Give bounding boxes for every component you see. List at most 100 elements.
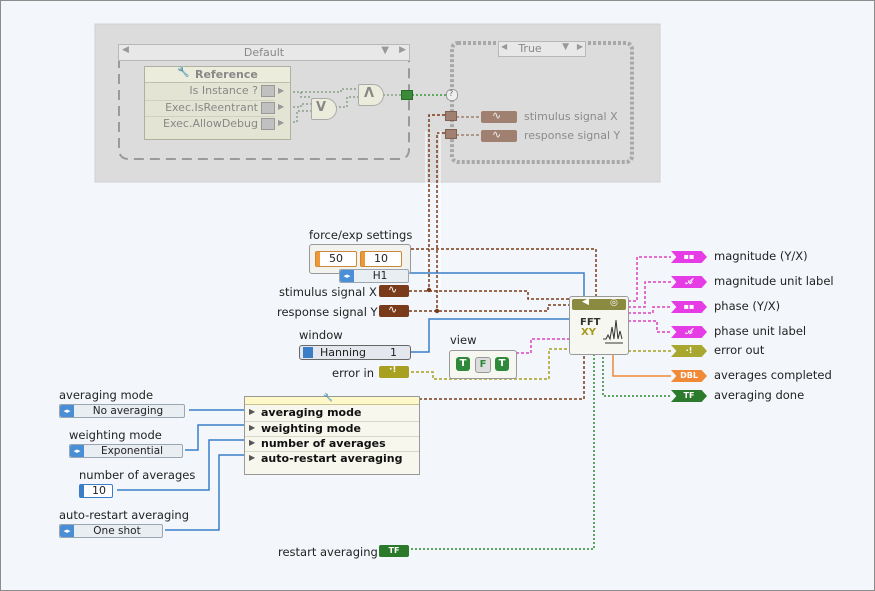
arrow-right-icon: ▶ [278,118,285,127]
view-toggle-f[interactable]: F [475,357,491,373]
averaging-mode-ring[interactable]: ◂▸ No averaging [59,404,185,418]
property-row[interactable]: Is Instance ? [145,84,275,98]
bundle-row[interactable]: ▶averaging mode [245,406,419,421]
restart-averaging-control[interactable]: TF [379,545,409,557]
output-label: phase (Y/X) [714,299,781,313]
view-toggle-t2[interactable]: T [495,357,509,371]
settings-icon: ◎ [610,298,618,308]
force-exp-label: force/exp settings [309,228,413,242]
case-selector-terminal[interactable]: ? [446,89,458,101]
inner-tunnel [445,129,457,139]
number-averages-control[interactable]: 10 [79,484,113,498]
window-value: Hanning [320,346,366,359]
output-indicator[interactable]: 𝒜 [671,326,707,338]
view-cluster[interactable]: T F T [449,350,517,379]
ring-arrows-icon[interactable]: ◂▸ [340,270,354,282]
waveform-icon: ∿ [388,303,398,316]
number-averages-label: number of averages [79,468,196,482]
fft-node-header: ◀ ◎ [572,297,626,310]
window-indicator-icon [303,347,313,358]
restart-averaging-label: restart averaging [278,545,378,559]
output-indicator[interactable]: ·! [671,345,707,357]
and-gate[interactable]: Λ [358,84,384,106]
response-control[interactable]: ∿ [379,303,409,317]
case-selector-default[interactable]: ◀ Default ▼ ▶ [118,44,410,61]
window-label: window [299,328,343,342]
bundle-row[interactable]: ▶ auto-restart averaging [245,451,419,467]
or-gate[interactable]: V [311,98,337,120]
averaging-mode-label: averaging mode [59,388,154,402]
output-indicator[interactable]: 𝒜 [671,276,707,288]
weighting-mode-ring[interactable]: ◂▸ Exponential [69,444,183,458]
window-number: 1 [390,346,397,359]
case-next-icon[interactable]: ▶ [399,45,406,55]
averaging-mode-value: No averaging [92,405,164,417]
window-control[interactable]: Hanning 1 [299,345,411,360]
error-in-control[interactable]: ·! [379,365,409,378]
property-row[interactable]: Exec.AllowDebug [145,116,275,131]
waveform-icon: ∿ [388,283,398,296]
output-indicator[interactable]: ▪▪ [671,301,707,313]
fft-xy-node[interactable]: ◀ ◎ FFT XY [569,296,629,355]
output-label: averaging done [714,388,805,402]
inner-case-selector[interactable]: ◀ True ▼ ▶ [498,41,586,57]
output-indicator[interactable]: ▪▪ [671,251,707,263]
bundle-row-label: averaging mode [261,406,362,419]
waveform-indicator[interactable]: ∿ [481,109,517,123]
output-label: averages completed [714,368,832,382]
or-symbol: V [316,100,327,115]
numeric-control[interactable]: 10 [360,251,402,267]
numeric-inc-icon[interactable] [361,252,365,266]
property-node[interactable]: 🔧 Reference Is Instance ? Exec.IsReentra… [144,66,291,140]
ring-arrows-icon[interactable]: ◂▸ [60,525,74,537]
bool-indicator-icon [261,85,275,97]
h1-ring-value: H1 [372,270,388,282]
view-toggle-t[interactable]: T [456,357,470,371]
numeric-inc-icon[interactable] [316,252,320,266]
output-label: magnitude (Y/X) [714,249,808,263]
chevron-down-icon[interactable]: ▼ [381,45,389,56]
auto-restart-label: auto-restart averaging [59,508,190,522]
bundle-node-header: 🔧 [245,393,419,405]
numeric-value: 50 [329,252,343,265]
case-prev-icon[interactable]: ◀ [122,45,129,55]
ring-arrows-icon[interactable]: ◂▸ [70,445,84,457]
numeric-inc-icon[interactable] [80,485,84,497]
wrench-icon: 🔧 [177,67,190,78]
bundle-row-label: auto-restart averaging [261,452,403,465]
property-label: Is Instance ? [189,84,258,97]
property-row[interactable]: Exec.IsReentrant [145,100,275,115]
fft-node-line1: FFT [580,317,601,328]
arrow-right-icon: ▶ [249,453,256,462]
auto-restart-ring[interactable]: ◂▸ One shot [59,524,163,538]
ring-arrows-icon[interactable]: ◂▸ [60,405,74,417]
question-icon: ? [449,89,454,98]
chevron-down-icon[interactable]: ▼ [562,42,569,52]
output-label: phase unit label [714,324,807,338]
inner-terminal-label: response signal Y [524,129,621,142]
case-prev-icon[interactable]: ◀ [501,42,508,51]
response-label: response signal Y [277,305,378,319]
bundle-row[interactable]: ▶number of averages [245,436,419,452]
case-next-icon[interactable]: ▶ [576,42,583,51]
waveform-indicator[interactable]: ∿ [481,128,517,142]
stimulus-control[interactable]: ∿ [379,283,409,297]
output-indicator[interactable]: TF [671,390,707,402]
property-label: Exec.AllowDebug [163,117,258,130]
bundle-by-name-node[interactable]: 🔧 ▶averaging mode▶weighting mode▶number … [244,393,420,475]
arrow-right-icon: ▶ [249,423,256,432]
inner-terminal-label: stimulus signal X [524,110,618,123]
fft-node-line2: XY [581,327,596,338]
output-indicator[interactable]: DBL [671,370,707,382]
waveform-icon: ∿ [492,128,502,141]
numeric-control[interactable]: 50 [315,251,357,267]
weighting-mode-label: weighting mode [69,428,162,442]
bundle-row[interactable]: ▶weighting mode [245,421,419,437]
error-in-label: error in [332,366,374,380]
bool-indicator-icon [261,102,275,114]
case-tunnel [401,90,413,100]
auto-restart-value: One shot [93,525,141,537]
h1-ring-control[interactable]: ◂▸ H1 [339,269,409,283]
